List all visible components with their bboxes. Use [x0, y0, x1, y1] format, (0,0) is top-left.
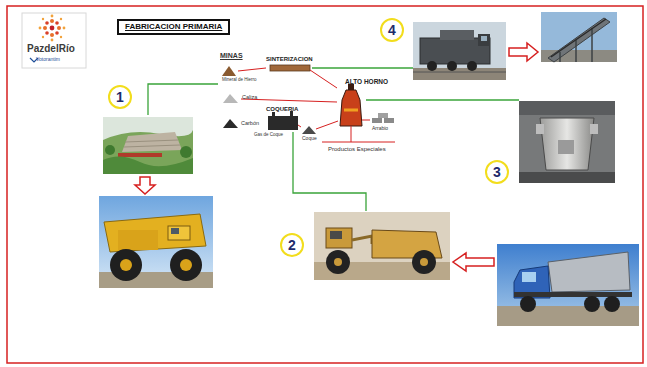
text-label: Coque [302, 136, 317, 142]
callout-circle: 1 [108, 85, 132, 109]
text-label: Carbón [241, 120, 259, 126]
conveyor-photo [541, 12, 617, 62]
text-label: Gas de Coque [254, 133, 283, 138]
mining-truck-photo [99, 196, 213, 288]
text-label: Productos Especiales [328, 146, 386, 153]
text-label: Votorantim [36, 57, 60, 63]
mini-flow-chart [222, 65, 395, 142]
locomotive-photo [413, 22, 506, 80]
text-label: Caliza [242, 94, 257, 100]
callout-circle: 3 [485, 160, 509, 184]
ladle-photo [519, 101, 615, 183]
leader-lines [148, 68, 519, 211]
callout-circle: 2 [280, 233, 304, 257]
text-label: PazdelRío [27, 43, 75, 54]
scraper-photo [314, 212, 450, 280]
callout-circle: 4 [380, 18, 404, 42]
text-label: Mineral de Hierro [222, 78, 257, 83]
title-box: FABRICACION PRIMARIA [117, 19, 230, 35]
quarry-photo [103, 117, 193, 174]
callout-number: 1 [116, 90, 124, 104]
text-label: Arrabio [372, 126, 388, 132]
logo [22, 13, 86, 68]
flow-arrow [509, 43, 538, 61]
text-label: SINTERIZACION [266, 56, 313, 63]
frame [7, 6, 643, 363]
flow-arrow [135, 177, 155, 194]
flow-arrow [453, 253, 494, 271]
text-label: COQUERIA [266, 106, 298, 113]
callout-number: 2 [288, 238, 296, 252]
dump-truck-photo [497, 244, 639, 326]
callout-number: 3 [493, 165, 501, 179]
text-label: ALTO HORNO [345, 78, 388, 85]
callout-number: 4 [388, 23, 396, 37]
text-label: MINAS [220, 52, 243, 60]
